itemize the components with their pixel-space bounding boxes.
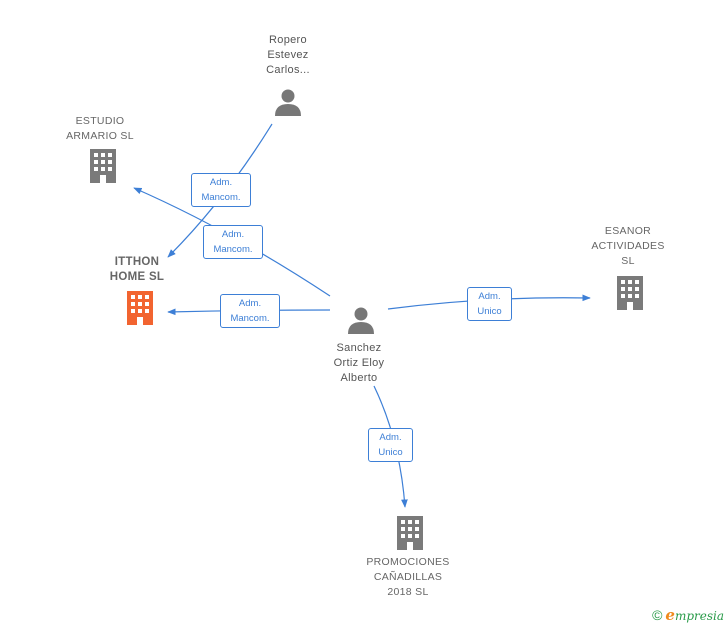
- node-label-itthon[interactable]: ITTHON HOME SL: [109, 256, 165, 283]
- node-label-estudio[interactable]: ESTUDIO ARMARIO SL: [66, 115, 134, 142]
- person-icon[interactable]: [346, 305, 376, 335]
- edge-label-sanchez-itthon: Adm. Mancom.: [220, 294, 280, 328]
- building-icon[interactable]: [87, 149, 119, 183]
- building-icon[interactable]: [394, 516, 426, 550]
- building-icon[interactable]: [614, 276, 646, 310]
- edge-label-ropero-itthon: Adm. Mancom.: [191, 173, 251, 207]
- empresia-logo: empresia: [665, 606, 724, 624]
- node-label-sanchez[interactable]: Sanchez Ortiz Eloy Alberto: [333, 342, 385, 384]
- edge-label-sanchez-estudio: Adm. Mancom.: [203, 225, 263, 259]
- node-label-promociones[interactable]: PROMOCIONES CAÑADILLAS 2018 SL: [366, 556, 450, 598]
- edge-label-sanchez-promociones: Adm. Unico: [368, 428, 413, 462]
- person-icon[interactable]: [273, 87, 303, 117]
- edge-label-sanchez-esanor: Adm. Unico: [467, 287, 512, 321]
- node-label-esanor[interactable]: ESANOR ACTIVIDADES SL: [591, 225, 665, 267]
- copyright-symbol: ©: [652, 607, 663, 623]
- empresia-watermark: © empresia: [652, 606, 724, 624]
- node-label-ropero[interactable]: Ropero Estevez Carlos...: [266, 34, 310, 76]
- building-highlight-icon[interactable]: [124, 291, 156, 325]
